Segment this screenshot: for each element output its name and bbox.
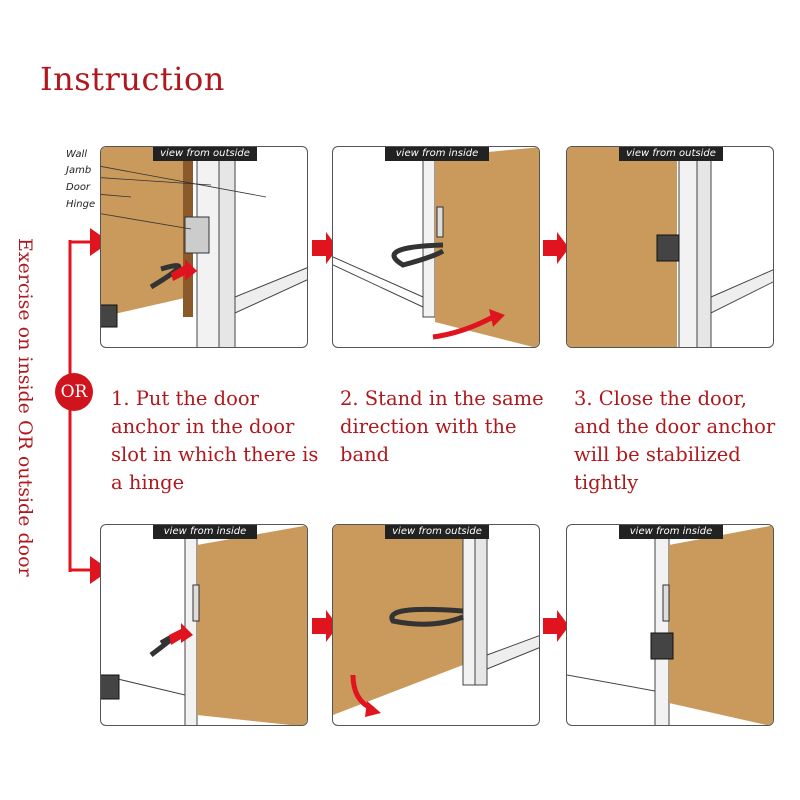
door-illustration xyxy=(567,147,774,348)
door-illustration xyxy=(567,525,774,726)
label-hinge: Hinge xyxy=(66,199,95,210)
label-door: Door xyxy=(66,182,90,193)
door-illustration xyxy=(101,147,308,348)
step-1-text: 1. Put the door anchor in the door slot … xyxy=(111,385,318,497)
panel-step1-inside: view from inside xyxy=(100,524,308,726)
view-label: view from outside xyxy=(153,147,257,161)
step-2-text: 2. Stand in the same direction with the … xyxy=(340,385,544,469)
label-wall: Wall xyxy=(66,149,87,160)
door-illustration xyxy=(101,525,308,726)
door-illustration xyxy=(333,525,540,726)
panel-step1-outside: view from outside xyxy=(100,146,308,348)
view-label: view from outside xyxy=(385,525,489,539)
step-3-text: 3. Close the door, and the door anchor w… xyxy=(574,385,775,497)
view-label: view from inside xyxy=(619,525,723,539)
view-label: view from inside xyxy=(385,147,489,161)
view-label: view from outside xyxy=(619,147,723,161)
label-jamb: Jamb xyxy=(66,165,91,176)
panel-step2-outside: view from outside xyxy=(332,524,540,726)
arrow-curve-icon xyxy=(365,701,381,717)
or-badge: OR xyxy=(55,373,93,411)
panel-step3-outside: view from outside xyxy=(566,146,774,348)
panel-step2-inside: view from inside xyxy=(332,146,540,348)
panel-step3-inside: view from inside xyxy=(566,524,774,726)
view-label: view from inside xyxy=(153,525,257,539)
door-illustration xyxy=(333,147,540,348)
